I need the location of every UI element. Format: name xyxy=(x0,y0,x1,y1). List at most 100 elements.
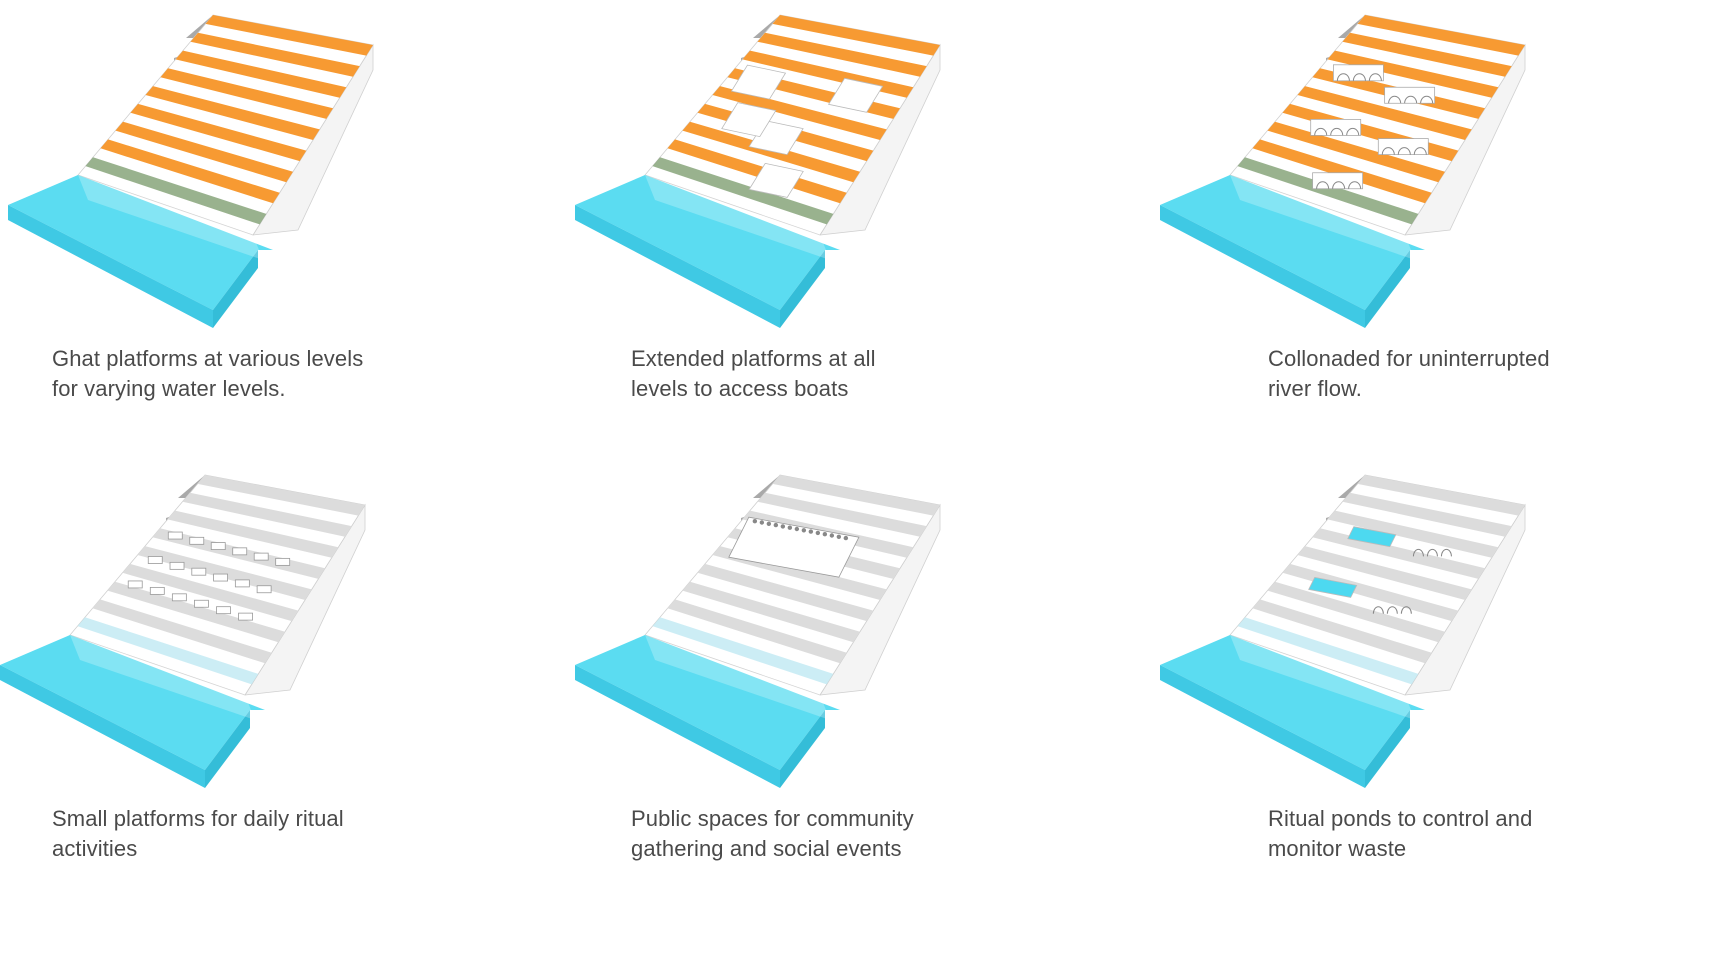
panel-collonaded: Collonaded for uninterrupted river flow. xyxy=(1160,10,1720,480)
colonnade-block xyxy=(1377,138,1429,156)
gray-step xyxy=(1252,599,1432,664)
ritual-platform xyxy=(194,599,209,608)
seating-dot xyxy=(787,525,793,530)
ritual-ponds-diagram xyxy=(1160,474,1526,788)
colonnade-arch xyxy=(1426,548,1438,557)
seating-dot xyxy=(822,532,828,537)
colonnade-arch xyxy=(1330,127,1344,136)
orange-step xyxy=(712,86,887,140)
panel-ghat-platforms: Ghat platforms at various levels for var… xyxy=(8,10,568,480)
colonnade-arch xyxy=(1368,73,1382,81)
colonnade-arch xyxy=(1404,95,1418,104)
colonnade-arch xyxy=(1413,147,1427,155)
colonnade-arch xyxy=(1381,147,1395,155)
gray-step xyxy=(1357,475,1525,516)
colonnade-arch xyxy=(1348,181,1362,189)
colonnade-arch xyxy=(1400,606,1412,614)
orange-step xyxy=(1267,121,1445,183)
orange-step xyxy=(145,86,320,140)
ritual-platform xyxy=(213,573,228,582)
seating-dot xyxy=(759,520,765,525)
caption-ghat-platforms: Ghat platforms at various levels for var… xyxy=(52,346,364,401)
river-water xyxy=(1160,175,1425,310)
amphitheatre-plaza xyxy=(728,516,860,578)
seating-dot xyxy=(752,519,758,524)
orange-step xyxy=(667,139,847,204)
ritual-platform xyxy=(275,557,291,566)
extended-platform xyxy=(730,64,787,100)
ritual-platform xyxy=(169,561,185,570)
caption-collonaded: Collonaded for uninterrupted river flow. xyxy=(1268,346,1550,401)
orange-step xyxy=(100,139,280,204)
gray-step xyxy=(682,581,860,643)
gray-step xyxy=(1312,528,1485,579)
extended-platform xyxy=(748,162,804,198)
water-shallow-band xyxy=(70,635,255,720)
orange-step xyxy=(115,121,293,183)
river-water xyxy=(8,175,273,310)
ghat-diagram xyxy=(8,14,374,328)
ritual-platform xyxy=(256,585,272,594)
ritual-platform xyxy=(167,531,183,540)
ritual-platform xyxy=(147,556,163,564)
orange-step xyxy=(1297,86,1472,140)
gray-step xyxy=(1297,546,1472,600)
gray-step xyxy=(167,510,339,558)
orange-step xyxy=(175,50,347,98)
ritual-platform xyxy=(189,536,205,545)
colonnade-arch xyxy=(1388,95,1402,104)
gray-step xyxy=(107,581,285,643)
river-water xyxy=(0,635,265,770)
colonnade-arch xyxy=(1412,548,1424,557)
seating-dot xyxy=(843,535,849,541)
water-shallow-band xyxy=(1230,635,1415,720)
small-platforms-diagram xyxy=(0,474,366,788)
river-water-front xyxy=(8,205,213,328)
colonnade-block xyxy=(1310,119,1362,136)
ritual-platform xyxy=(232,547,248,556)
river-water-side xyxy=(780,710,825,788)
gray-step xyxy=(197,475,365,516)
gray-step xyxy=(92,599,272,664)
orange-step xyxy=(85,157,267,225)
seating-dot xyxy=(801,528,807,533)
orange-step xyxy=(652,157,834,225)
colonnade-arch xyxy=(1352,73,1366,81)
colonnade-arch xyxy=(1440,548,1452,557)
seating-dot xyxy=(766,521,772,526)
water-shallow-band xyxy=(78,175,263,260)
colonnade-arch xyxy=(1316,181,1330,189)
seating-dot xyxy=(808,529,814,534)
river-water-side xyxy=(1365,250,1410,328)
orange-step xyxy=(205,15,373,56)
orange-step xyxy=(1357,15,1525,56)
extended-platforms-diagram xyxy=(575,14,941,328)
colonnade-arch xyxy=(1314,127,1328,136)
gray-step xyxy=(772,475,940,516)
colonnade-arch xyxy=(1386,606,1398,614)
extended-platform xyxy=(827,77,884,113)
orange-step xyxy=(160,68,333,119)
colonnade-arch xyxy=(1372,606,1384,614)
gray-step xyxy=(122,563,299,622)
extended-platform xyxy=(721,102,777,138)
orange-step xyxy=(1252,139,1432,204)
public-spaces-diagram xyxy=(575,474,941,788)
river-water-side xyxy=(780,250,825,328)
seating-dot xyxy=(780,524,786,529)
ritual-platform xyxy=(253,552,269,561)
colonnade-arch xyxy=(1332,181,1346,189)
colonnade-block xyxy=(1312,172,1364,190)
river-water xyxy=(575,175,840,310)
orange-step xyxy=(1342,32,1512,77)
colonnade-arch xyxy=(1336,73,1350,81)
orange-step xyxy=(772,15,940,56)
gray-step xyxy=(667,599,847,664)
river-water-front xyxy=(575,665,780,788)
orange-step xyxy=(1327,50,1499,98)
ritual-platform xyxy=(234,579,250,588)
gray-step xyxy=(697,563,874,622)
panel-public-spaces: Public spaces for community gathering an… xyxy=(575,470,1135,940)
ritual-platform xyxy=(210,542,226,550)
panel-ritual-ponds: Ritual ponds to control and monitor wast… xyxy=(1160,470,1720,940)
